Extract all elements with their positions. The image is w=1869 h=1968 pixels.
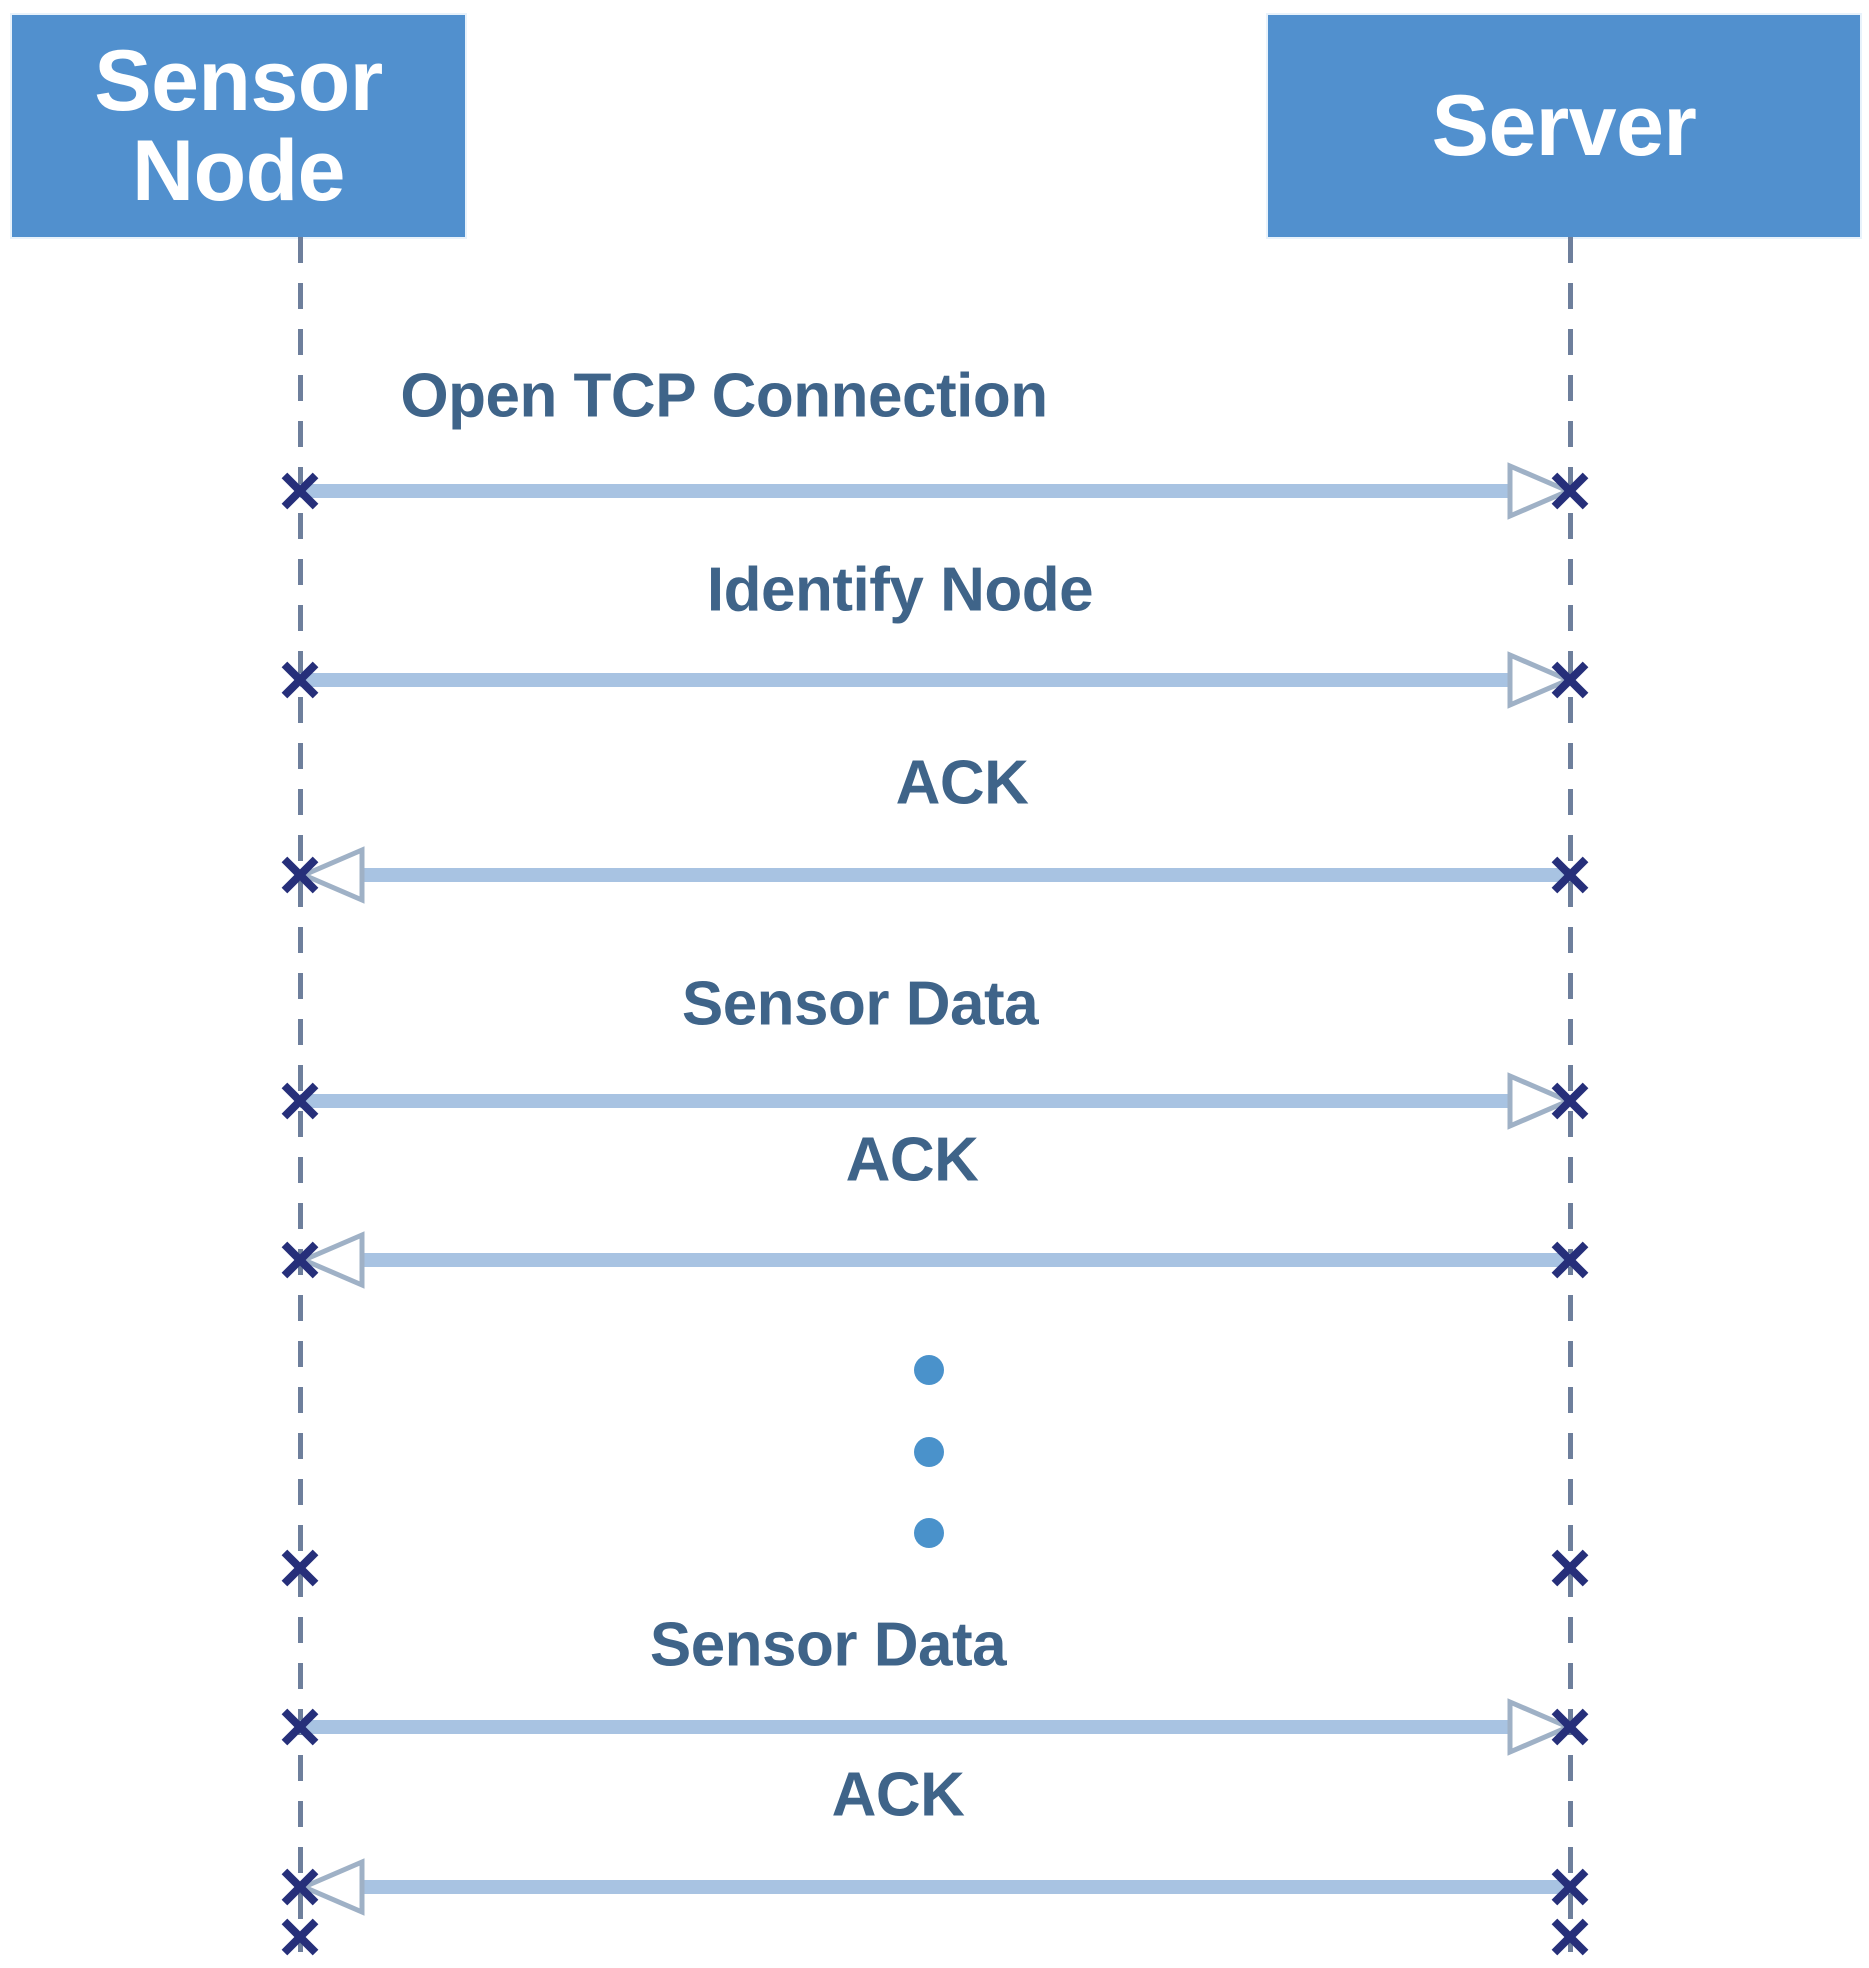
lifeline-server [1568, 237, 1573, 1952]
actor-box-server[interactable]: Server [1268, 15, 1860, 237]
arrowhead-right-sensor-data-2 [1506, 1698, 1572, 1756]
arrowhead-left-ack-1 [300, 846, 366, 904]
message-label-ack-3: ACK [831, 1760, 965, 1830]
actor-label-sensor-node-line2: Node [132, 123, 346, 219]
message-line-ack-1[interactable] [362, 868, 1570, 882]
actor-label-sensor-node-line1: Sensor [94, 32, 383, 129]
arrowhead-left-ack-2 [300, 1231, 366, 1289]
message-line-ack-2[interactable] [362, 1253, 1570, 1267]
message-line-sensor-data-1[interactable] [300, 1094, 1510, 1108]
actor-label-server: Server [1431, 77, 1697, 174]
message-label-ack-2: ACK [845, 1125, 979, 1195]
arrowhead-right-identify-node [1506, 651, 1572, 709]
message-label-open-tcp-connection: Open TCP Connection [400, 361, 1048, 431]
arrowhead-left-ack-3 [300, 1858, 366, 1916]
message-label-ack-1: ACK [895, 748, 1029, 818]
actor-label-sensor-node: Sensor Node [94, 36, 383, 217]
arrowhead-right-open-tcp-connection [1506, 462, 1572, 520]
actor-box-sensor-node[interactable]: Sensor Node [12, 15, 465, 237]
ellipsis-dot-3 [914, 1518, 944, 1548]
message-line-ack-3[interactable] [362, 1880, 1570, 1894]
message-line-identify-node[interactable] [300, 673, 1510, 687]
message-label-sensor-data-2: Sensor Data [649, 1610, 1007, 1680]
ellipsis-dot-1 [914, 1355, 944, 1385]
message-line-open-tcp-connection[interactable] [300, 484, 1510, 498]
message-line-sensor-data-2[interactable] [300, 1720, 1510, 1734]
arrowhead-right-sensor-data-1 [1506, 1072, 1572, 1130]
message-label-sensor-data-1: Sensor Data [681, 969, 1039, 1039]
ellipsis-dot-2 [914, 1437, 944, 1467]
message-label-identify-node: Identify Node [706, 555, 1094, 625]
